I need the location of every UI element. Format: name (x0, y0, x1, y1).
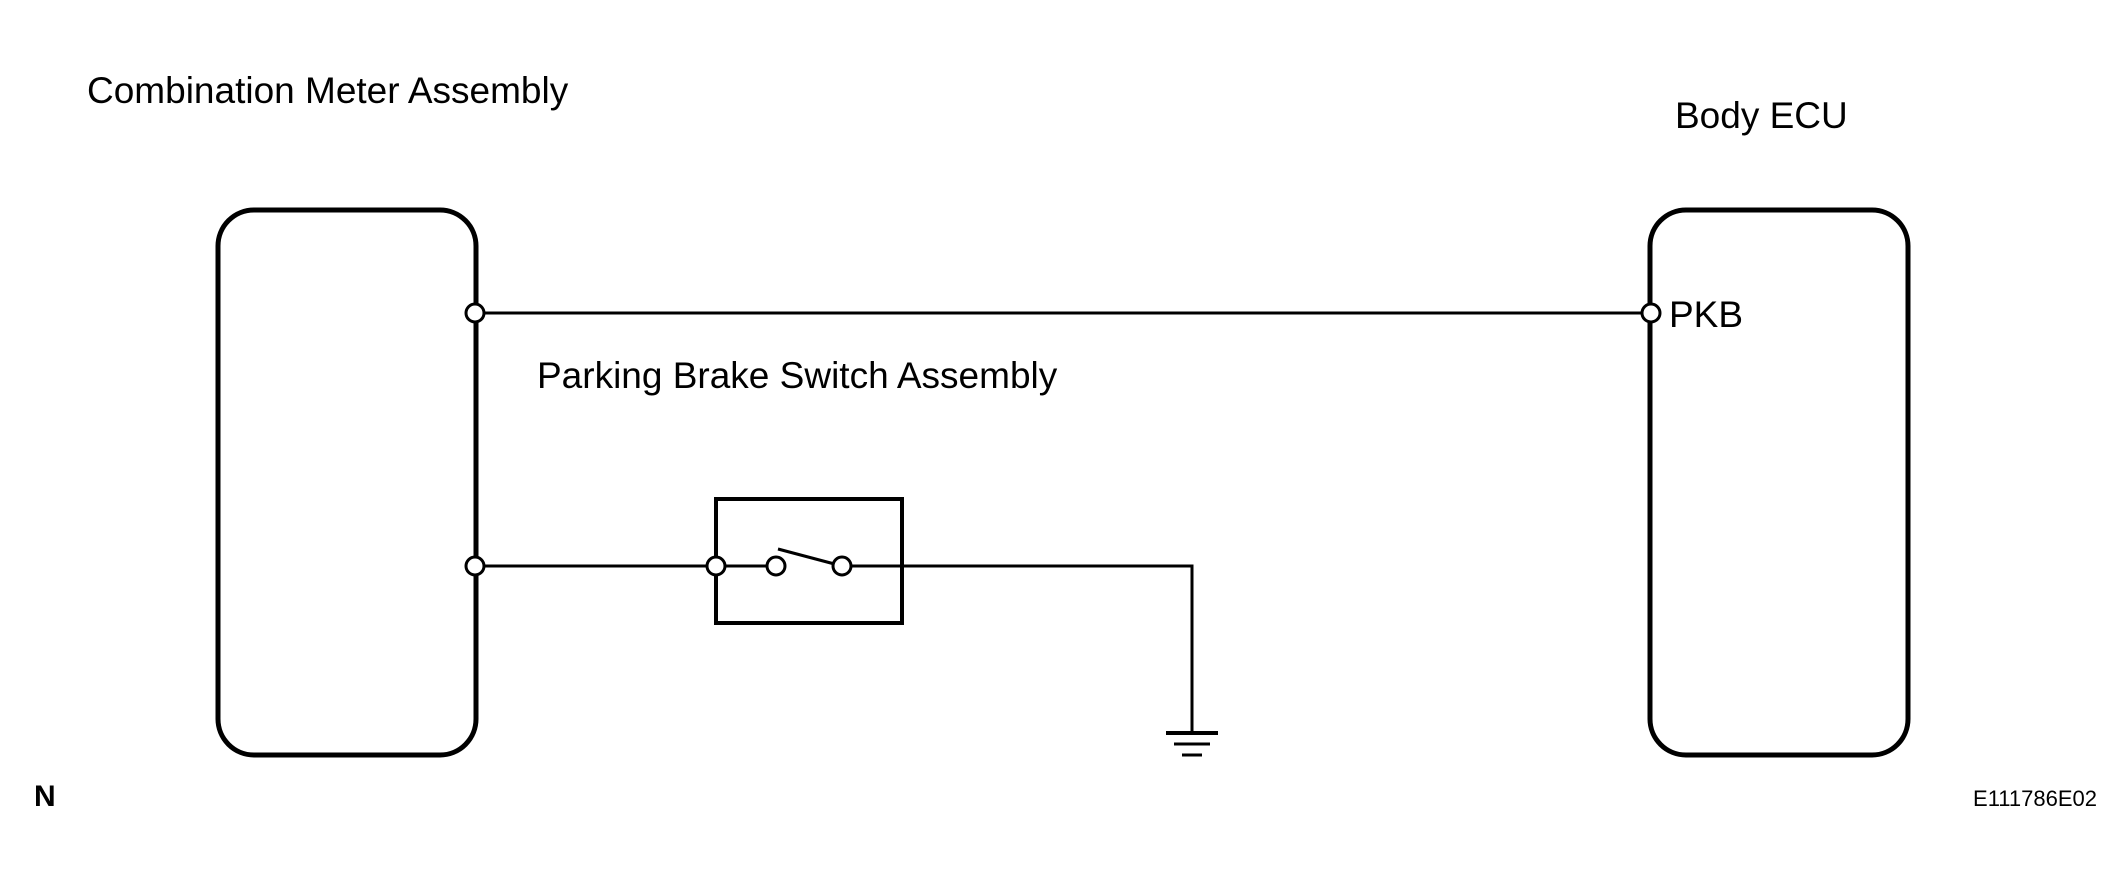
switch-terminal-input (705, 555, 727, 577)
combination-meter-box (215, 207, 479, 758)
footer-left-code: N (34, 780, 56, 813)
ground-wire (902, 564, 1194, 733)
parking-brake-switch-box (714, 497, 904, 625)
meter-terminal-lower (464, 555, 486, 577)
combination-meter-label: Combination Meter Assembly (87, 70, 569, 111)
ground-icon (1166, 731, 1218, 757)
ecu-terminal-pkb (1640, 302, 1662, 324)
body-ecu-label: Body ECU (1675, 95, 1848, 136)
switch-contact-fixed (765, 555, 787, 577)
parking-brake-switch-label: Parking Brake Switch Assembly (537, 355, 1058, 396)
body-ecu-box (1647, 207, 1911, 758)
meter-terminal-upper (464, 302, 486, 324)
pkb-terminal-label: PKB (1669, 294, 1743, 335)
switch-contact-moving (831, 555, 853, 577)
figure-id: E111786E02 (1973, 786, 2097, 811)
switch-lever (777, 547, 843, 568)
